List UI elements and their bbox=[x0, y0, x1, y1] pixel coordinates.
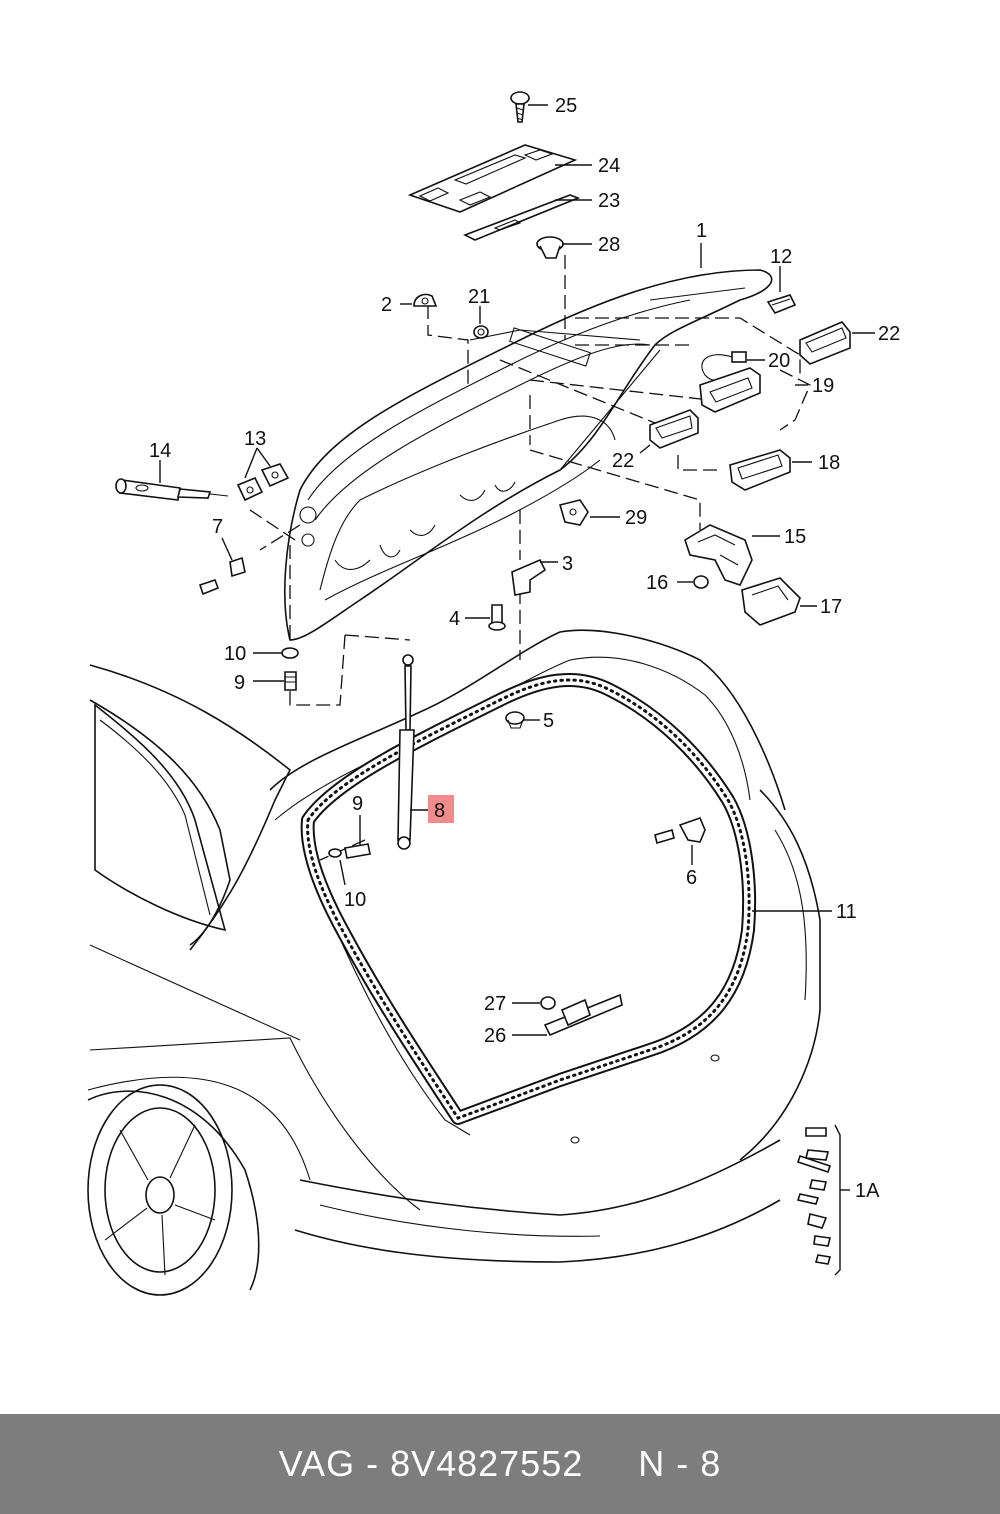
label-4: 4 bbox=[449, 608, 460, 630]
label-3: 3 bbox=[562, 553, 573, 575]
label-2: 2 bbox=[381, 294, 392, 316]
label-29: 29 bbox=[625, 507, 647, 529]
part-22-switch-upper bbox=[799, 321, 851, 365]
label-28: 28 bbox=[598, 234, 620, 256]
part-9-10-upper bbox=[281, 647, 299, 691]
label-10a: 10 bbox=[224, 643, 246, 665]
part-number-caption: VAG - 8V4827552 N - 8 bbox=[278, 1443, 722, 1484]
part-26-27 bbox=[540, 993, 623, 1037]
part-25-screw bbox=[510, 91, 530, 123]
label-24: 24 bbox=[598, 155, 620, 177]
part-21-nut bbox=[473, 325, 489, 339]
label-11: 11 bbox=[836, 901, 857, 923]
part-8-gas-strut bbox=[397, 654, 415, 850]
car-body bbox=[87, 629, 821, 1263]
label-18: 18 bbox=[818, 452, 840, 474]
label-26: 26 bbox=[484, 1025, 506, 1047]
callout-labels: 25 24 23 28 1 12 2 21 22 20 19 22 18 14 … bbox=[149, 95, 900, 1202]
label-20: 20 bbox=[768, 350, 790, 372]
part-13-bumpers bbox=[236, 463, 290, 502]
label-15: 15 bbox=[784, 526, 806, 548]
part-12-cap bbox=[766, 294, 797, 314]
part-9-10-lower bbox=[328, 843, 371, 859]
label-6: 6 bbox=[686, 867, 697, 889]
parts-diagram: 25 24 23 28 1 12 2 21 22 20 19 22 18 14 … bbox=[87, 91, 900, 1296]
label-19: 19 bbox=[812, 375, 834, 397]
label-5: 5 bbox=[543, 710, 554, 732]
part-14-tool bbox=[115, 478, 229, 501]
label-1: 1 bbox=[696, 220, 707, 242]
label-9b: 9 bbox=[352, 793, 363, 815]
part-15-lock bbox=[684, 524, 753, 586]
part-28-grommet bbox=[536, 236, 564, 259]
tailgate-seal bbox=[300, 673, 757, 1125]
assembly-lines bbox=[249, 255, 811, 861]
label-16: 16 bbox=[646, 572, 668, 594]
label-13: 13 bbox=[244, 428, 266, 450]
part-3-bracket bbox=[511, 558, 547, 596]
label-27: 27 bbox=[484, 993, 506, 1015]
rear-wheel bbox=[87, 1084, 260, 1296]
part-18-handle bbox=[729, 449, 791, 491]
part-17-housing bbox=[741, 577, 801, 626]
part-2-clip bbox=[413, 293, 438, 307]
part-5-grommet bbox=[505, 711, 525, 729]
leader-lines bbox=[159, 104, 875, 1036]
part-24-plate bbox=[407, 144, 578, 213]
part-29-bracket bbox=[558, 499, 589, 526]
label-14: 14 bbox=[149, 440, 171, 462]
highlight-box bbox=[428, 795, 454, 823]
label-7: 7 bbox=[212, 516, 223, 538]
label-25: 25 bbox=[555, 95, 577, 117]
label-22b: 22 bbox=[612, 450, 634, 472]
footer-bar: VAG - 8V4827552 N - 8 bbox=[0, 1414, 1000, 1514]
part-16-nut bbox=[693, 575, 709, 589]
part-19-switch bbox=[699, 367, 761, 413]
part-1A-fasteners bbox=[796, 1124, 850, 1276]
label-8: 8 bbox=[434, 800, 445, 822]
label-9a: 9 bbox=[234, 672, 245, 694]
label-22a: 22 bbox=[878, 323, 900, 345]
label-21: 21 bbox=[468, 286, 490, 308]
label-23: 23 bbox=[598, 190, 620, 212]
part-7-buffer bbox=[198, 556, 246, 596]
label-1A: 1A bbox=[855, 1180, 880, 1202]
label-12: 12 bbox=[770, 246, 792, 268]
part-6-striker bbox=[654, 816, 706, 845]
part-4-bolt bbox=[488, 604, 506, 631]
label-17: 17 bbox=[820, 596, 842, 618]
label-10b: 10 bbox=[344, 889, 366, 911]
part-22-switch-lower bbox=[649, 409, 699, 449]
part-23-strip bbox=[463, 194, 581, 241]
